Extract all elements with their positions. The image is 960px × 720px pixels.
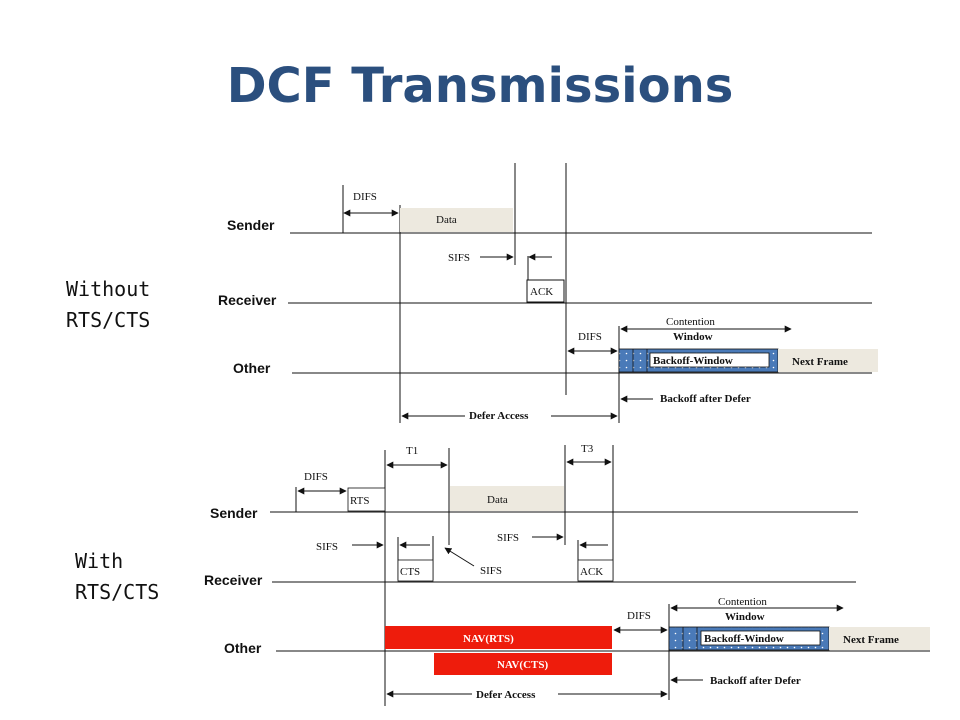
data-frame-label: Data xyxy=(487,494,508,506)
section-label-without-rts-cts: Without RTS/CTS xyxy=(66,274,150,336)
t1-label: T1 xyxy=(406,445,418,457)
nav-rts-label: NAV(RTS) xyxy=(463,633,514,645)
backoff-after-defer-label: Backoff after Defer xyxy=(710,675,801,687)
next-frame xyxy=(829,627,930,650)
sifs-label-ack: SIFS xyxy=(497,532,519,544)
nav-rts-bar xyxy=(385,626,612,649)
rts-frame-label: RTS xyxy=(350,495,370,507)
nav-cts-label: NAV(CTS) xyxy=(497,659,548,671)
page-title: DCF Transmissions xyxy=(226,58,734,114)
contention-label-line1: Contention xyxy=(718,596,767,608)
ack-frame xyxy=(526,279,565,303)
difs-label-other: DIFS xyxy=(578,331,602,343)
section-label-line1: With xyxy=(75,549,124,573)
top-timeline: Sender Receiver Other DIFS Data SIFS ACK… xyxy=(218,163,878,423)
contention-label-line2: Window xyxy=(725,611,765,623)
section-label-with-rts-cts: With RTS/CTS xyxy=(75,546,159,608)
data-frame xyxy=(450,486,564,511)
difs-label: DIFS xyxy=(353,191,377,203)
nav-cts-bar xyxy=(434,653,612,675)
difs-label-other: DIFS xyxy=(627,610,651,622)
bottom-timeline: Sender Receiver Other T1 T3 DIFS RTS Dat… xyxy=(204,443,930,706)
data-frame-label: Data xyxy=(436,214,457,226)
cts-frame-label: CTS xyxy=(400,566,420,578)
backoff-window-label: Backoff-Window xyxy=(704,633,784,645)
backoff-window-label: Backoff-Window xyxy=(653,355,733,367)
next-frame-label: Next Frame xyxy=(843,634,899,646)
row-label-receiver: Receiver xyxy=(218,292,277,308)
row-label-receiver: Receiver xyxy=(204,572,263,588)
backoff-after-defer-label: Backoff after Defer xyxy=(660,393,751,405)
backoff-window-box xyxy=(700,630,821,646)
section-label-line2: RTS/CTS xyxy=(75,580,160,604)
sifs-label-cts: SIFS xyxy=(316,541,338,553)
row-label-other: Other xyxy=(224,640,262,656)
contention-label-line1: Contention xyxy=(666,316,715,328)
row-label-sender: Sender xyxy=(227,217,275,233)
section-label-line2: RTS/CTS xyxy=(66,308,151,332)
rts-frame xyxy=(347,487,386,512)
next-frame-label: Next Frame xyxy=(792,356,848,368)
next-frame xyxy=(778,349,878,372)
row-label-other: Other xyxy=(233,360,271,376)
difs-label: DIFS xyxy=(304,471,328,483)
ack-frame xyxy=(577,559,614,582)
data-frame xyxy=(400,208,513,232)
contention-label-line2: Window xyxy=(673,331,713,343)
ack-frame-label: ACK xyxy=(530,286,553,298)
row-label-sender: Sender xyxy=(210,505,258,521)
cts-frame xyxy=(397,559,434,582)
sifs-arrow-diagonal xyxy=(444,547,475,567)
defer-access-label: Defer Access xyxy=(469,410,529,422)
backoff-window-box xyxy=(649,352,770,368)
section-label-line1: Without xyxy=(66,277,151,301)
t3-label: T3 xyxy=(581,443,594,455)
sifs-label-data: SIFS xyxy=(480,565,502,577)
ack-frame-label: ACK xyxy=(580,566,603,578)
sifs-label: SIFS xyxy=(448,252,470,264)
defer-access-label: Defer Access xyxy=(476,689,536,701)
